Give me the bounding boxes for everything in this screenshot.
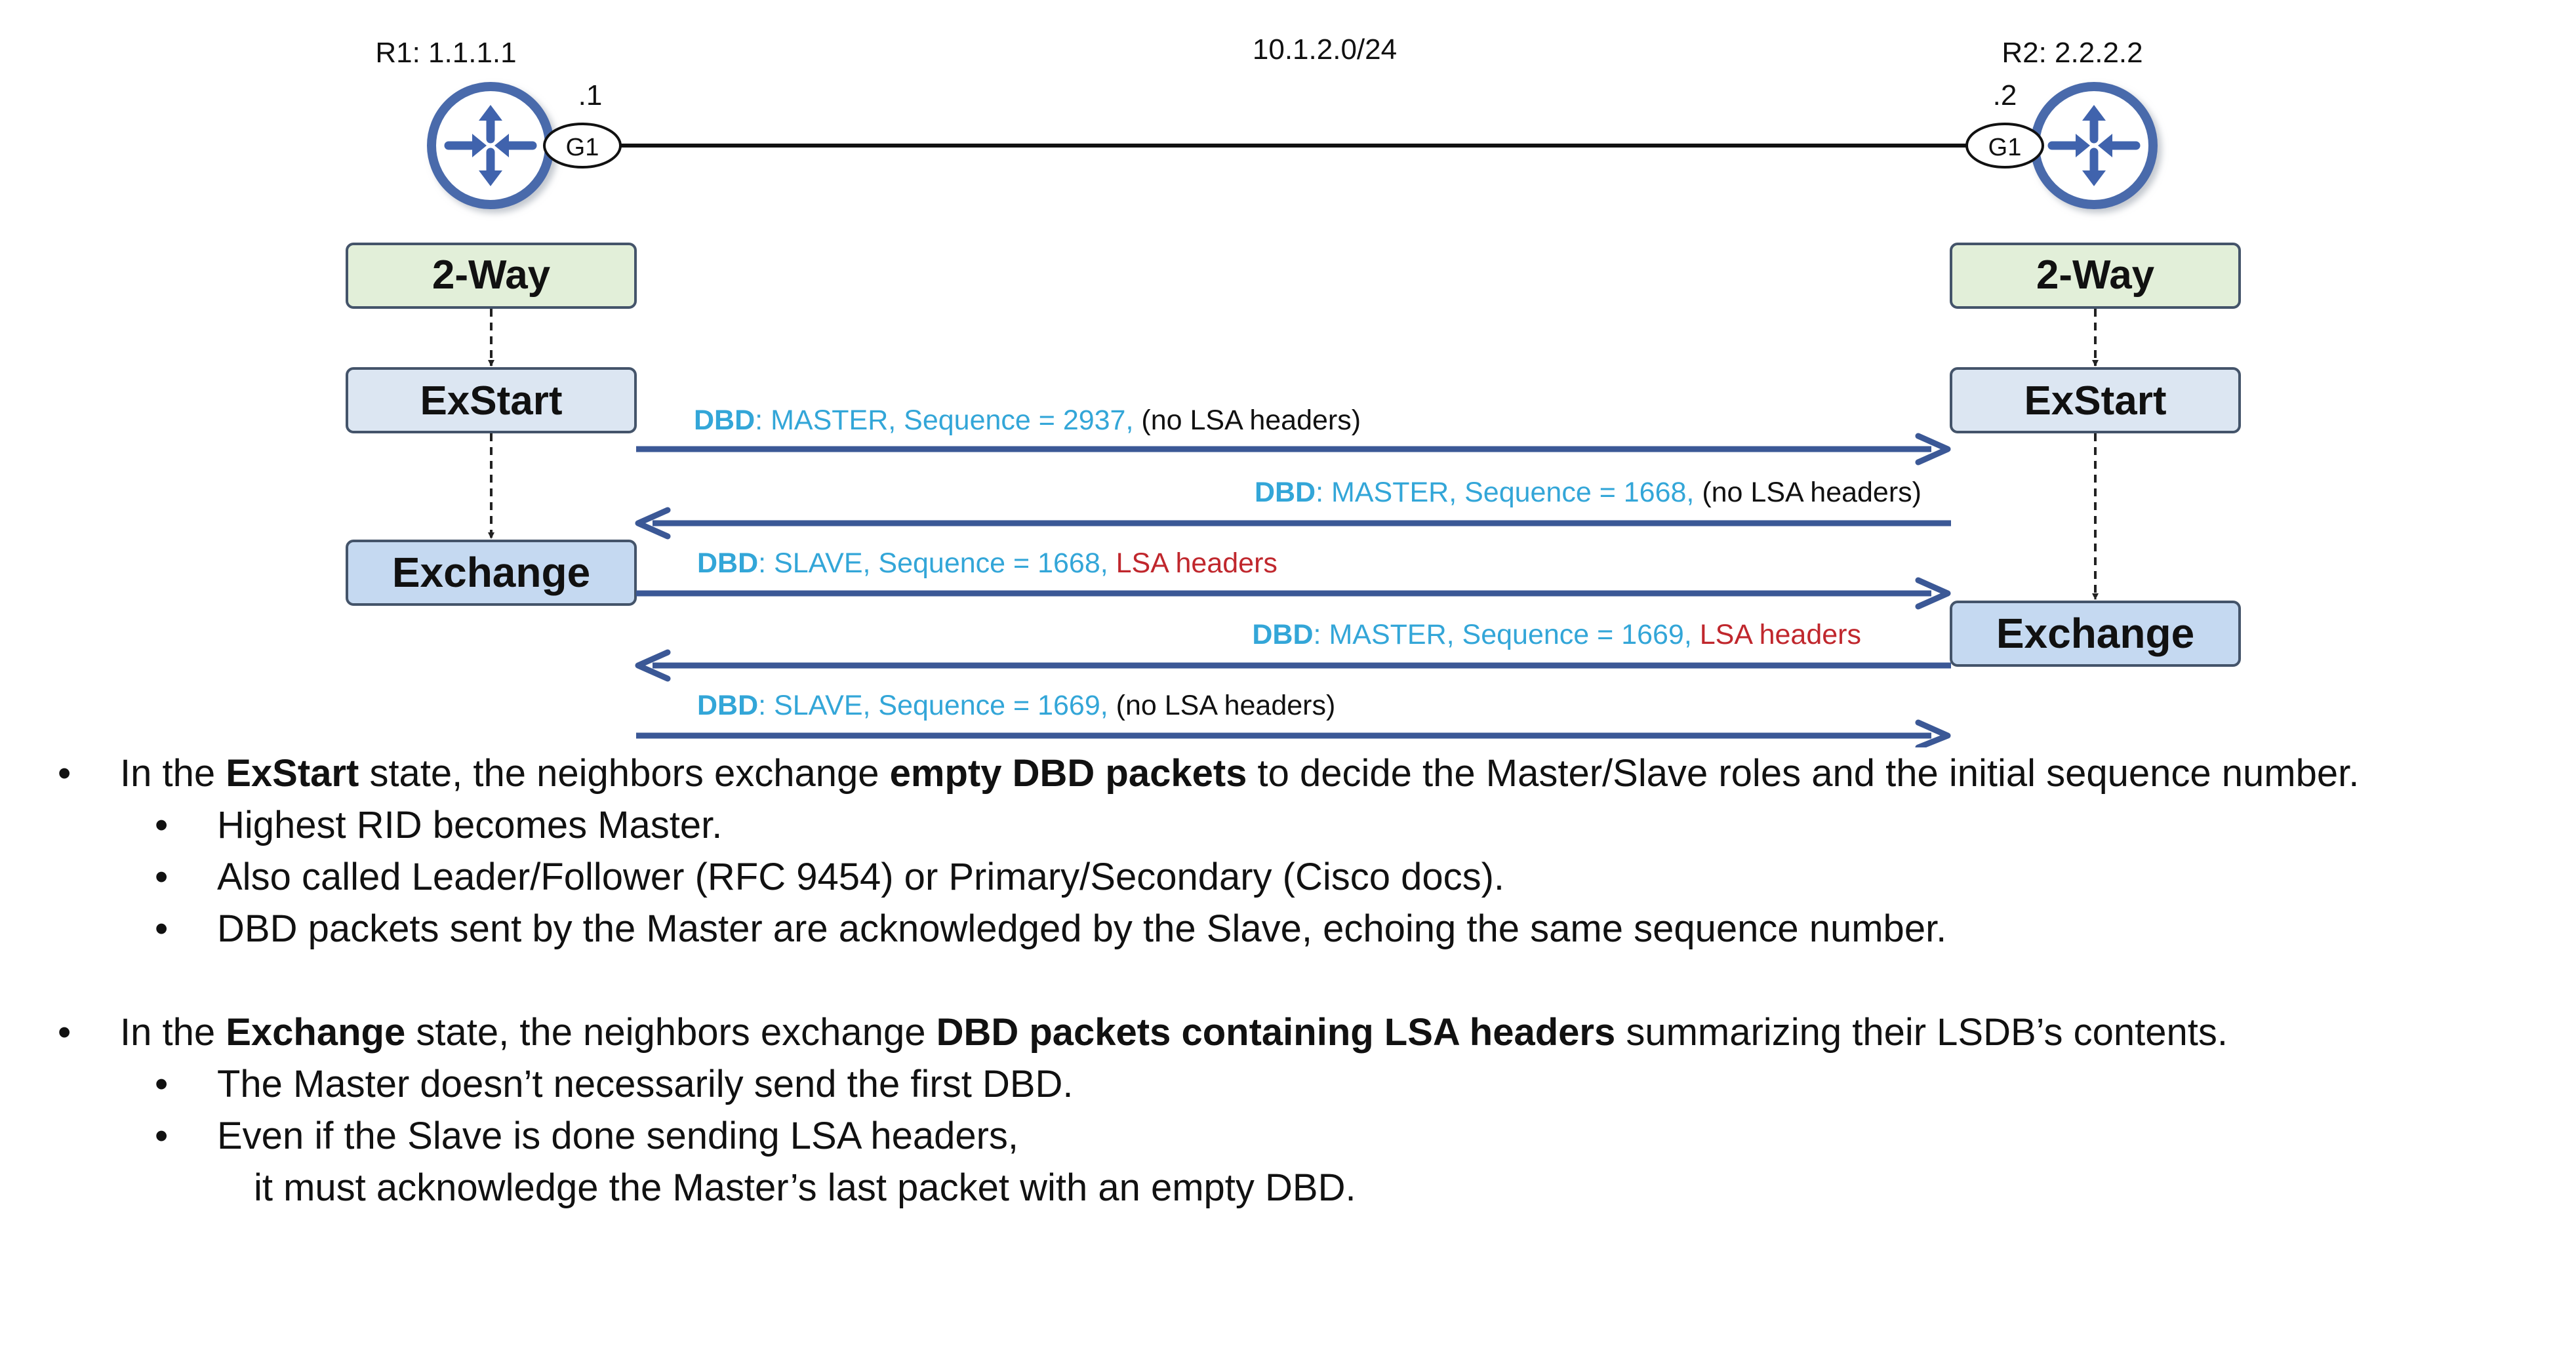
r2-state-2way-label: 2-Way: [2036, 252, 2155, 298]
message-label: DBD: MASTER, Sequence = 2937, (no LSA he…: [694, 405, 1361, 436]
r1-state-exstart-label: ExStart: [420, 378, 562, 424]
r2-interface-badge: [1965, 123, 2044, 168]
message-label: DBD: SLAVE, Sequence = 1668, LSA headers: [697, 547, 1278, 579]
router-icon: [432, 87, 550, 205]
r1-state-exstart: [346, 367, 637, 433]
dbd-message: DBD: SLAVE, Sequence = 1669, (no LSA hea…: [636, 690, 1951, 747]
sub-bullet-text: The Master doesn’t necessarily send the …: [217, 1063, 1074, 1105]
sub-bullet-text: Highest RID becomes Master.: [217, 804, 723, 846]
dbd-message: DBD: MASTER, Sequence = 1668, (no LSA he…: [635, 477, 1951, 540]
bullet-emphasis: empty DBD packets: [889, 752, 1247, 795]
r1-interface-badge: [543, 123, 622, 168]
r1-host-address: .1: [578, 79, 603, 111]
bullet-text: state, the neighbors exchange: [405, 1011, 936, 1054]
r2-state-exstart-label: ExStart: [2024, 378, 2166, 424]
r2-label: R2: 2.2.2.2: [2002, 37, 2143, 69]
bullet-emphasis: DBD packets containing LSA headers: [936, 1011, 1616, 1054]
lsa-note: (no LSA headers): [1116, 690, 1336, 721]
dbd-message-sequence: DBD: MASTER, Sequence = 2937, (no LSA he…: [635, 405, 1951, 747]
dbd-message: DBD: MASTER, Sequence = 2937, (no LSA he…: [636, 405, 1951, 466]
message-label: DBD: MASTER, Sequence = 1669, LSA header…: [1252, 619, 1861, 650]
bullet-exstart: • In the ExStart state, the neighbors exc…: [0, 747, 2576, 799]
dbd-fields: : MASTER, Sequence = 1669,: [1314, 619, 1700, 650]
bullet-marker: •: [58, 1011, 71, 1054]
bullet-marker: •: [155, 907, 169, 950]
sub-bullet: • Also called Leader/Follower (RFC 9454) …: [0, 851, 2576, 903]
bullet-emphasis: Exchange: [226, 1011, 406, 1054]
dbd-fields: : SLAVE, Sequence = 1668,: [758, 547, 1116, 579]
dbd-message: DBD: SLAVE, Sequence = 1668, LSA headers: [636, 547, 1951, 610]
sub-bullet: • Highest RID becomes Master.: [0, 799, 2576, 851]
router-r1: R1: 1.1.1.1 .1 G1: [375, 37, 622, 205]
router-r2: R2: 2.2.2.2 .2 G1: [1965, 37, 2153, 205]
router-icon: [2035, 87, 2153, 205]
bullet-marker: •: [58, 752, 71, 795]
bullet-emphasis: ExStart: [226, 752, 359, 795]
sub-bullet-continuation: it must acknowledge the Master’s last pa…: [254, 1166, 1356, 1209]
bullet-text: to decide the Master/Slave roles and the…: [1247, 752, 2360, 795]
dbd-tag: DBD: [1255, 477, 1316, 508]
bullet-text: In the: [120, 752, 226, 795]
dbd-message: DBD: MASTER, Sequence = 1669, LSA header…: [635, 619, 1951, 682]
r1-state-exchange: [346, 540, 637, 606]
dbd-tag: DBD: [1252, 619, 1313, 650]
bullet-list: • In the ExStart state, the neighbors exc…: [0, 747, 2576, 1214]
r2-state-column: 2-Way ExStart Exchange: [1950, 243, 2241, 667]
message-arrow-head: [1915, 577, 1951, 610]
bullet-marker: •: [155, 804, 169, 846]
spacer: [0, 955, 2576, 1006]
r1-state-exchange-label: Exchange: [392, 549, 590, 596]
bullet-marker: •: [155, 856, 169, 898]
message-arrow-head: [1915, 433, 1951, 466]
dbd-fields: : SLAVE, Sequence = 1669,: [758, 690, 1116, 721]
r1-state-2way-label: 2-Way: [432, 252, 551, 298]
r2-state-exstart: [1950, 367, 2241, 433]
r1-interface-label: G1: [566, 134, 599, 161]
r2-state-exchange-label: Exchange: [1996, 610, 2194, 657]
dbd-fields: : MASTER, Sequence = 1668,: [1316, 477, 1702, 508]
message-arrow-head: [635, 507, 671, 540]
r1-label: R1: 1.1.1.1: [375, 37, 516, 69]
dbd-tag: DBD: [697, 547, 758, 579]
lsa-note: LSA headers: [1116, 547, 1278, 579]
bullet-text: state, the neighbors exchange: [359, 752, 890, 795]
sub-bullet: • The Master doesn’t necessarily send the…: [0, 1058, 2576, 1110]
dbd-fields: : MASTER, Sequence = 2937,: [755, 405, 1141, 436]
bullet-exchange: • In the Exchange state, the neighbors ex…: [0, 1006, 2576, 1058]
r1-state-column: 2-Way ExStart Exchange: [346, 243, 637, 606]
bullet-text: In the: [120, 1011, 226, 1054]
bullet-marker: •: [155, 1115, 169, 1157]
sub-bullet-text: Also called Leader/Follower (RFC 9454) o…: [217, 856, 1505, 898]
r1-state-2way: [346, 243, 637, 309]
sub-bullet: • DBD packets sent by the Master are ackn…: [0, 903, 2576, 955]
r2-state-2way: [1950, 243, 2241, 309]
message-arrow-head: [635, 649, 671, 682]
lsa-note: LSA headers: [1700, 619, 1861, 650]
r2-host-address: .2: [1993, 79, 2017, 111]
bullet-text: summarizing their LSDB’s contents.: [1615, 1011, 2228, 1054]
subnet-label: 10.1.2.0/24: [1253, 33, 1397, 66]
message-arrow-head: [1915, 719, 1951, 747]
bullet-marker: •: [155, 1063, 169, 1105]
sub-bullet: • Even if the Slave is done sending LSA h…: [0, 1110, 2576, 1162]
sub-bullet-text: DBD packets sent by the Master are ackno…: [217, 907, 1947, 950]
dbd-tag: DBD: [694, 405, 755, 436]
ospf-diagram: 10.1.2.0/24 R1: 1.1.1.1 .1 G1 R2: 2.2.2.…: [346, 33, 2241, 747]
r2-state-exchange: [1950, 601, 2241, 667]
message-label: DBD: SLAVE, Sequence = 1669, (no LSA hea…: [697, 690, 1335, 721]
sub-bullet-text: Even if the Slave is done sending LSA he…: [217, 1115, 1019, 1157]
lsa-note: (no LSA headers): [1702, 477, 1922, 508]
r2-interface-label: G1: [1988, 134, 2022, 161]
message-label: DBD: MASTER, Sequence = 1668, (no LSA he…: [1255, 477, 1922, 508]
lsa-note: (no LSA headers): [1141, 405, 1361, 436]
dbd-tag: DBD: [697, 690, 758, 721]
